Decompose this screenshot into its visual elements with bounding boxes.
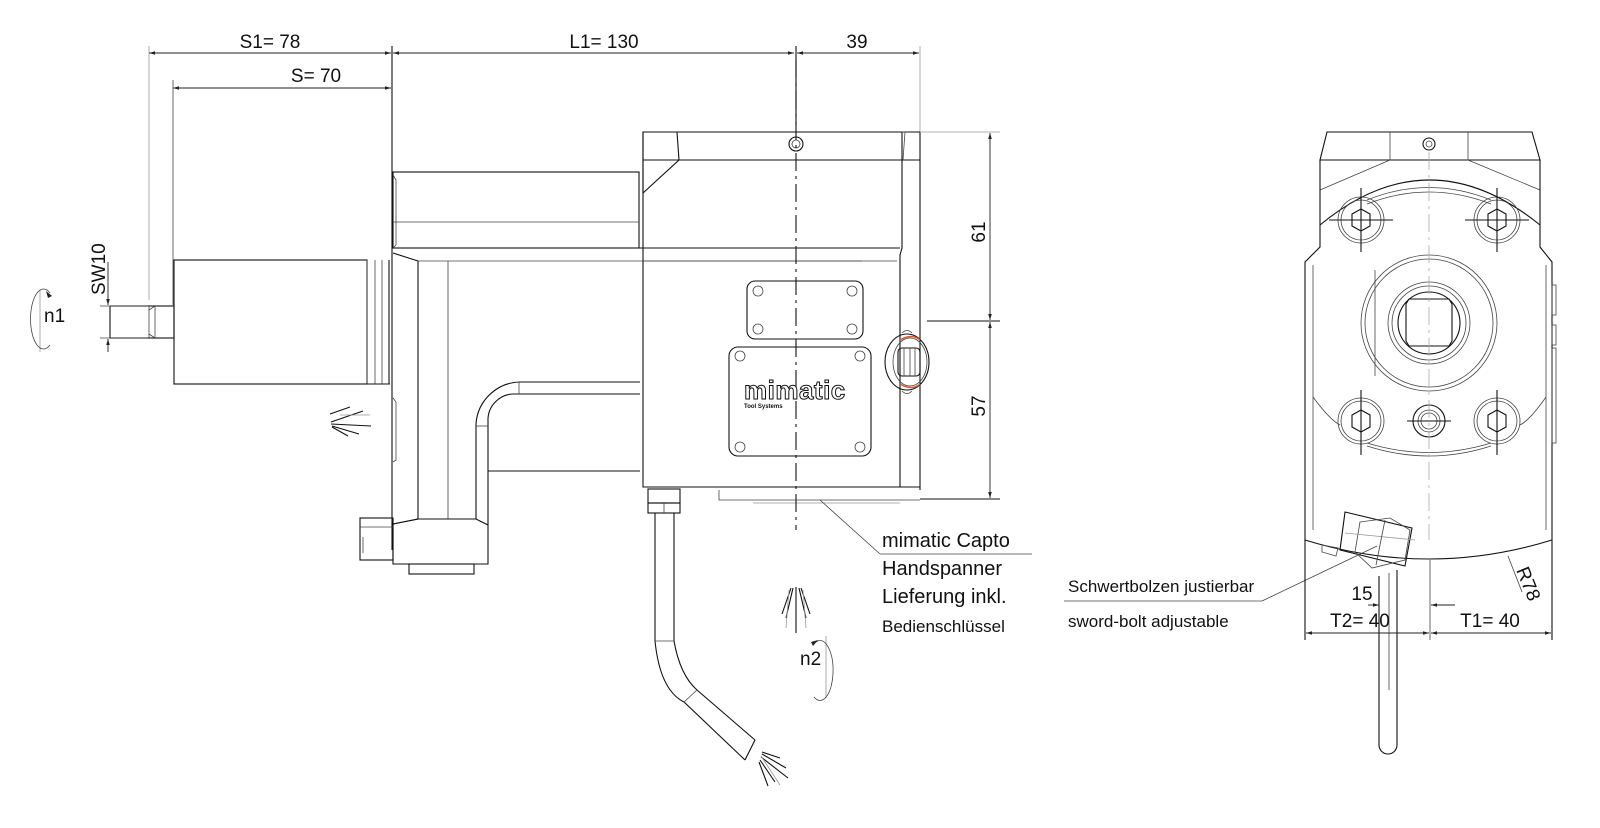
input-housing: [173, 259, 390, 385]
side-view: S1= 78 S= 70 L1= 130 39: [30, 32, 1032, 787]
rotation-n2-label: n2: [800, 649, 821, 670]
capto-note-line-1: mimatic Capto: [882, 530, 1010, 552]
dimension-t2-label: T2= 40: [1330, 611, 1390, 632]
coolant-spray-bottom-icon: [758, 751, 789, 787]
dimension-r78: R78: [1507, 555, 1544, 604]
dimension-s1-label: S1= 78: [240, 32, 301, 53]
rotation-n1-label: n1: [44, 306, 65, 327]
bolt-bottom-right: [1473, 390, 1521, 455]
dimension-61-label: 61: [969, 221, 990, 242]
rotation-n1: n1: [30, 288, 65, 352]
capto-note: mimatic Capto Handspanner Lieferung inkl…: [819, 499, 1032, 636]
capto-note-line-4: Bedienschlüssel: [882, 617, 1005, 636]
dimension-sw10: SW10: [89, 243, 148, 352]
capto-note-line-2: Handspanner: [882, 558, 1002, 580]
dimension-39-label: 39: [846, 32, 867, 53]
swordbolt-note-line-1: Schwertbolzen justierbar: [1068, 577, 1254, 596]
dimension-15: 15: [1351, 560, 1455, 640]
coolant-hose: [647, 488, 756, 761]
dimension-s1: S1= 78: [148, 32, 393, 550]
dimension-57: 57: [920, 322, 1000, 500]
bolt-top-left: [1329, 188, 1393, 252]
bolt-top-right: [1465, 188, 1529, 252]
swordbolt-note-line-2: sword-bolt adjustable: [1068, 612, 1229, 631]
angle-head-body: [359, 171, 862, 575]
drive-shaft: [109, 305, 175, 339]
dimension-t1: T1= 40: [1431, 540, 1553, 640]
sword-bolt[interactable]: [1321, 511, 1416, 755]
dimension-57-label: 57: [969, 395, 990, 416]
dimension-15-label: 15: [1351, 584, 1372, 605]
capto-note-line-3: Lieferung inkl.: [882, 586, 1007, 608]
dimension-l1-label: L1= 130: [569, 32, 638, 53]
dimension-t1-label: T1= 40: [1460, 611, 1520, 632]
rotation-n2: n2: [800, 636, 834, 701]
brand-logo: mimatic: [744, 375, 846, 405]
dimension-s-label: S= 70: [291, 66, 341, 87]
coolant-spray-left-icon: [329, 406, 372, 437]
bolt-bottom-left: [1337, 390, 1385, 455]
dimension-39: 39: [795, 32, 921, 135]
dimension-s: S= 70: [172, 66, 391, 305]
dimension-r78-label: R78: [1511, 564, 1544, 604]
hand-clamp[interactable]: [884, 330, 930, 394]
coolant-spray-center-icon: [781, 587, 811, 633]
dimension-61: 61: [920, 131, 1000, 322]
logo-plate: mimatic Tool Systems: [728, 346, 872, 457]
dimension-t2: T2= 40: [1304, 540, 1429, 640]
dimension-l1: L1= 130: [393, 32, 794, 55]
brand-tagline: Tool Systems: [744, 404, 783, 410]
main-block: [642, 131, 921, 504]
cover-plate-small: [746, 280, 864, 340]
dimension-sw10-label: SW10: [89, 243, 110, 295]
swordbolt-note: Schwertbolzen justierbar sword-bolt adju…: [1064, 545, 1378, 631]
front-view: Schwertbolzen justierbar sword-bolt adju…: [1064, 131, 1557, 755]
